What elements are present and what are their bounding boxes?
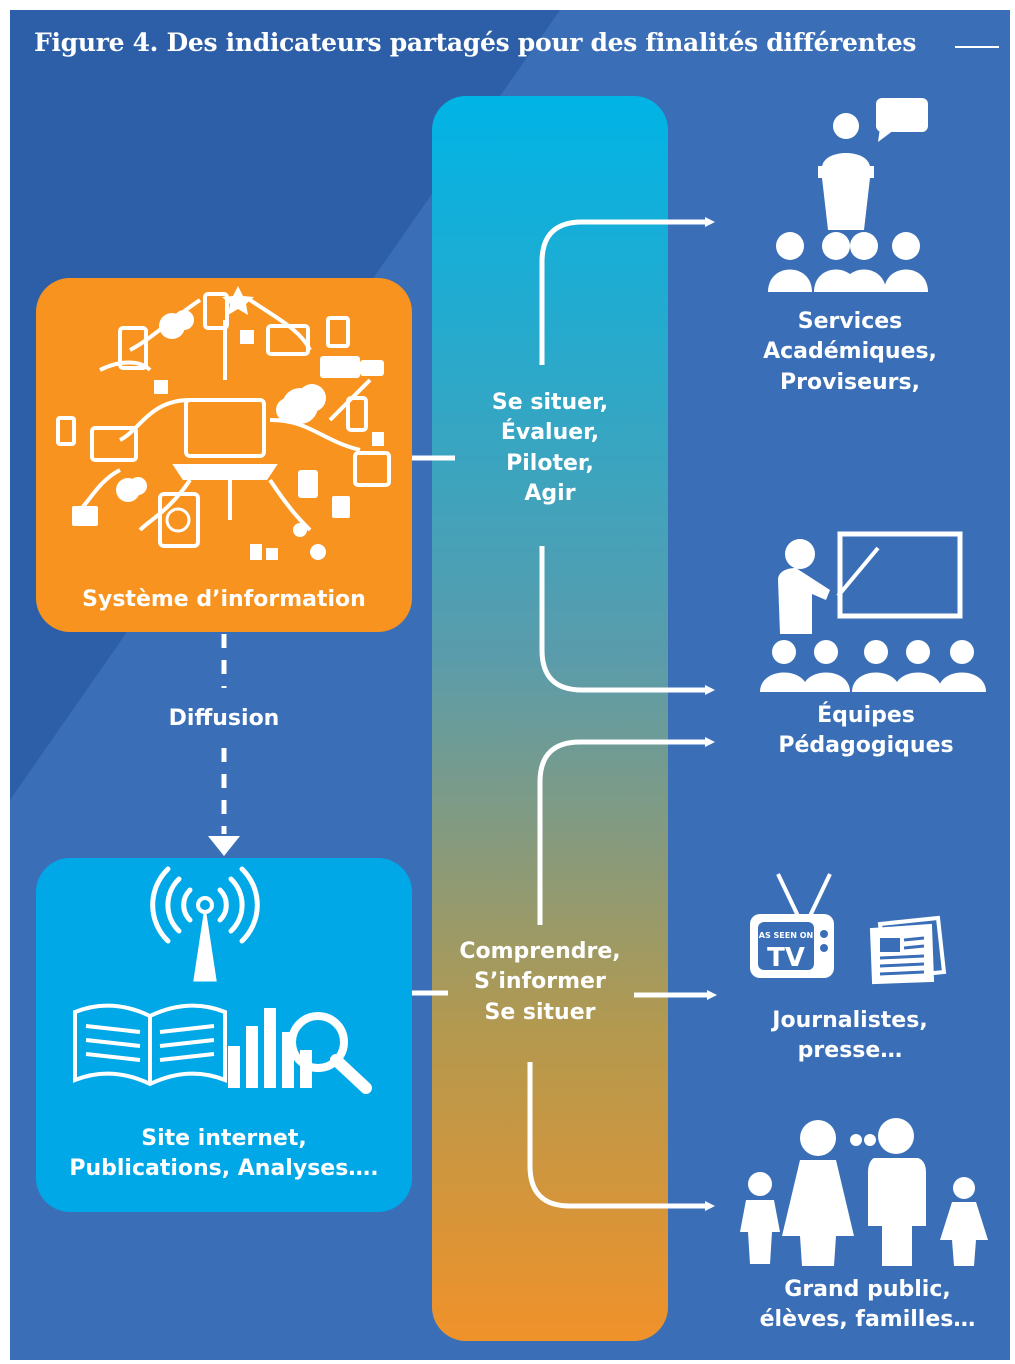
arrow-steer-to-teams — [539, 546, 715, 695]
purpose-steer-line-1: Se situer, — [491, 390, 609, 415]
audience-press-line-1: Journalistes, — [772, 1008, 928, 1033]
published-line-1: Site internet, — [141, 1126, 307, 1151]
central-band — [432, 96, 668, 1341]
audience-public-label: Grand public, élèves, familles… — [730, 1275, 1005, 1336]
family-icon — [740, 1118, 988, 1266]
figure-title: Figure 4. Des indicateurs partagés pour … — [34, 28, 917, 57]
audience-teams-line-1: Équipes — [817, 703, 915, 728]
title-rule — [955, 46, 999, 48]
audience-public-line-2: élèves, familles… — [759, 1307, 976, 1333]
tv-icon: AS SEEN ON TV — [750, 873, 834, 978]
diffusion-arrowhead — [208, 836, 240, 856]
tv-big-text: TV — [767, 943, 805, 973]
antenna-icon — [150, 866, 260, 982]
open-book-icon — [73, 1003, 227, 1087]
purpose-steer-line-2: Évaluer, — [500, 420, 600, 446]
purpose-inform-line-3: Se situer — [484, 999, 596, 1025]
audience-press-label: Journalistes, presse… — [740, 1006, 960, 1067]
purpose-inform-line-1: Comprendre, — [459, 939, 621, 964]
newspaper-icon — [869, 915, 947, 985]
purpose-steer-line-4: Agir — [524, 481, 576, 507]
purpose-inform-line-2: S’informer — [474, 969, 606, 995]
published-label: Site internet, Publications, Analyses…. — [36, 1124, 412, 1185]
purpose-steer-line-3: Piloter, — [506, 450, 594, 476]
tv-small-text: AS SEEN ON — [759, 931, 813, 940]
arrow-to-public — [527, 1062, 715, 1211]
purpose-steer-label: Se situer, Évaluer, Piloter, Agir — [455, 388, 645, 509]
audience-services-line-1: Services — [797, 309, 903, 334]
purpose-inform-label: Comprendre, S’informer Se situer — [440, 937, 640, 1028]
analytics-magnifier-icon — [228, 1008, 372, 1094]
network-small-icons — [72, 286, 384, 560]
audience-services-label: Services Académiques, Proviseurs, — [740, 307, 960, 398]
arrow-inform-to-teams — [537, 737, 715, 925]
audience-public-line-1: Grand public, — [784, 1277, 951, 1302]
published-line-2: Publications, Analyses…. — [69, 1156, 379, 1182]
audience-teams-line-2: Pédagogiques — [778, 733, 954, 759]
audience-services-line-3: Proviseurs, — [780, 369, 920, 395]
speaker-audience-icon — [768, 98, 928, 292]
audience-press-line-2: presse… — [797, 1038, 903, 1064]
diffusion-label: Diffusion — [168, 706, 280, 731]
audience-teams-label: Équipes Pédagogiques — [740, 701, 992, 762]
source-label: Système d’information — [82, 587, 366, 612]
audience-services-line-2: Académiques, — [763, 339, 937, 365]
teacher-classroom-icon — [760, 531, 986, 692]
arrow-to-services — [539, 217, 715, 365]
